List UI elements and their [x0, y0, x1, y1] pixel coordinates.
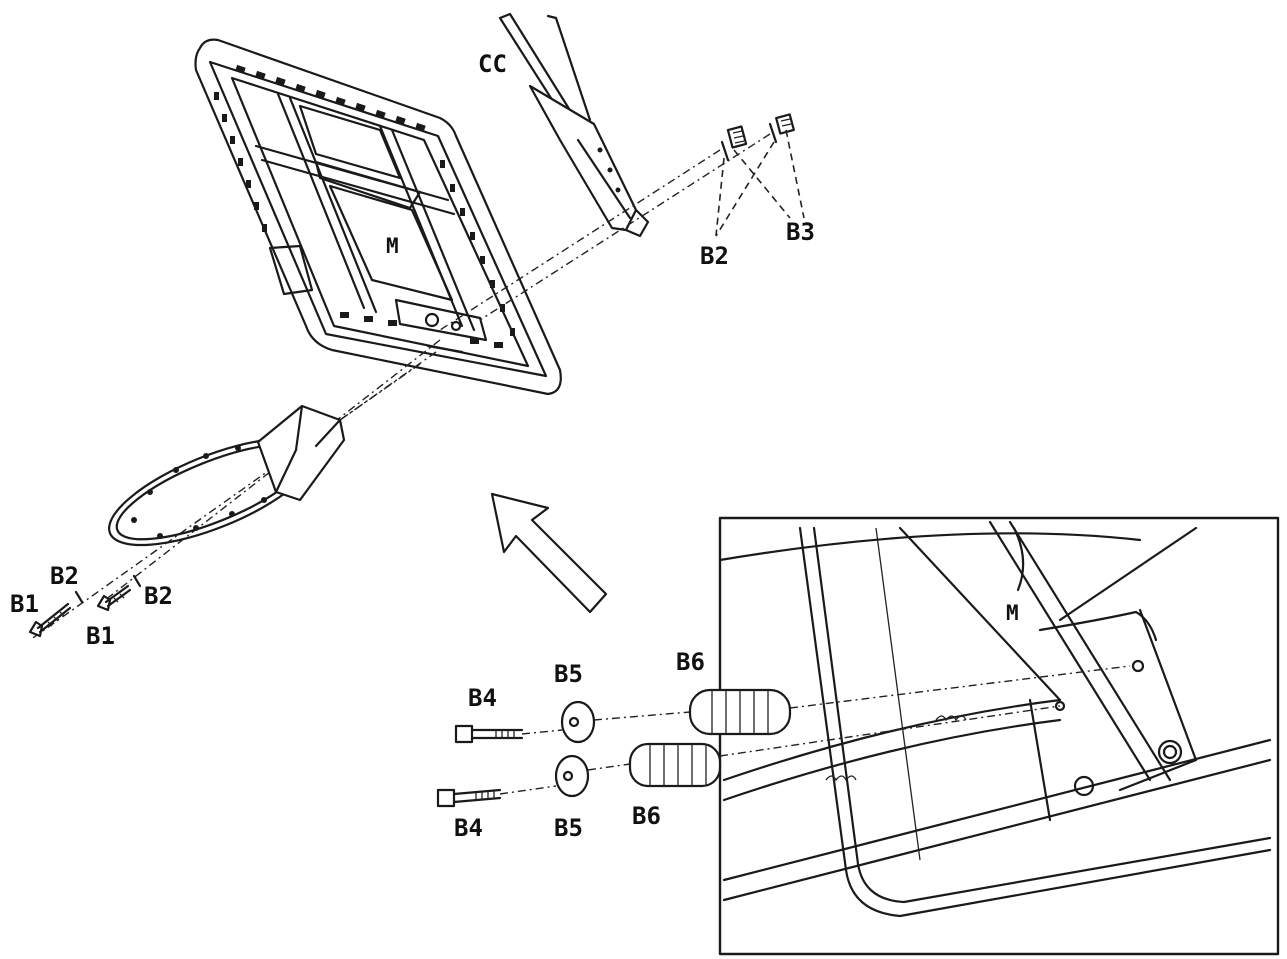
- label-m-backboard: M: [386, 234, 399, 258]
- label-b4-upper: B4: [468, 684, 497, 712]
- label-b6-lower: B6: [632, 802, 661, 830]
- backboard: M: [194, 38, 562, 396]
- label-b1-left: B1: [10, 590, 39, 618]
- label-b1-right: B1: [86, 622, 115, 650]
- arrow-icon: [490, 492, 608, 614]
- hardware-b1-b2: B1 B2 B1 B2: [10, 562, 173, 650]
- hardware-b2-b3: B2 B3: [700, 113, 815, 270]
- inset-detail: M: [718, 516, 1280, 956]
- label-cc: CC: [478, 50, 507, 78]
- label-b2-top: B2: [700, 242, 729, 270]
- backboard-holes: [214, 64, 515, 348]
- alignment-lines: [29, 133, 771, 641]
- rim: [108, 404, 346, 547]
- bracket-cc: CC: [478, 12, 650, 238]
- label-m-inset: M: [1006, 601, 1019, 625]
- label-b6-upper: B6: [676, 648, 705, 676]
- hardware-b4-b5-b6: B4 B5 B6 B4 B5 B6: [436, 648, 1131, 842]
- label-b5-lower: B5: [554, 814, 583, 842]
- label-b5-upper: B5: [554, 660, 583, 688]
- label-b4-lower: B4: [454, 814, 483, 842]
- label-b2-left: B2: [50, 562, 79, 590]
- label-b3-top: B3: [786, 218, 815, 246]
- label-b2-right: B2: [144, 582, 173, 610]
